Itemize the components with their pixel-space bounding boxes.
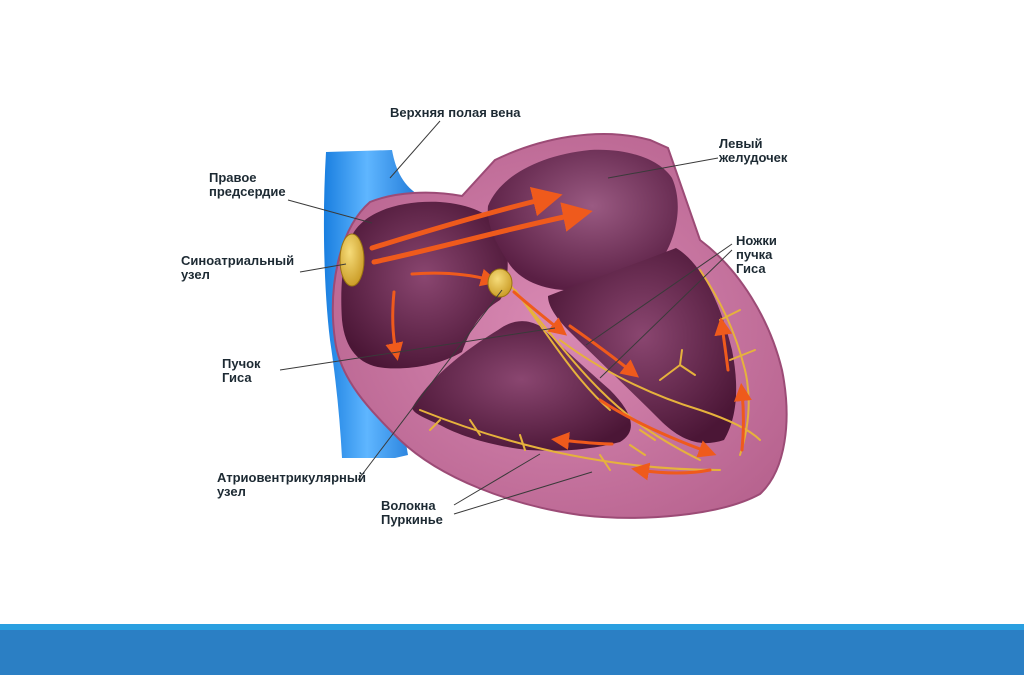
- label-line: Синоатриальный: [181, 254, 294, 268]
- label-line: узел: [217, 485, 366, 499]
- label-line: узел: [181, 268, 294, 282]
- label-line: предсердие: [209, 185, 286, 199]
- label-right-atrium: Правое предсердие: [209, 171, 286, 199]
- label-line: Правое: [209, 171, 286, 185]
- label-superior-vena-cava: Верхняя полая вена: [390, 106, 521, 120]
- label-atrioventricular-node: Атриовентрикулярный узел: [217, 471, 366, 499]
- label-bundle-branches: Ножки пучка Гиса: [736, 234, 777, 276]
- label-line: Левый: [719, 137, 787, 151]
- sinoatrial-node: [340, 234, 364, 286]
- label-line: пучка: [736, 248, 777, 262]
- arrow-right-wall-up: [742, 392, 744, 450]
- label-line: Пучок: [222, 357, 261, 371]
- label-line: Пуркинье: [381, 513, 443, 527]
- label-line: Гиса: [222, 371, 261, 385]
- label-line: Ножки: [736, 234, 777, 248]
- label-purkinje-fibers: Волокна Пуркинье: [381, 499, 443, 527]
- label-sinoatrial-node: Синоатриальный узел: [181, 254, 294, 282]
- label-line: желудочек: [719, 151, 787, 165]
- footer-bar: [0, 630, 1024, 675]
- label-text: Верхняя полая вена: [390, 105, 521, 120]
- label-left-ventricle: Левый желудочек: [719, 137, 787, 165]
- label-line: Атриовентрикулярный: [217, 471, 366, 485]
- label-line: Гиса: [736, 262, 777, 276]
- label-his-bundle: Пучок Гиса: [222, 357, 261, 385]
- label-line: Волокна: [381, 499, 443, 513]
